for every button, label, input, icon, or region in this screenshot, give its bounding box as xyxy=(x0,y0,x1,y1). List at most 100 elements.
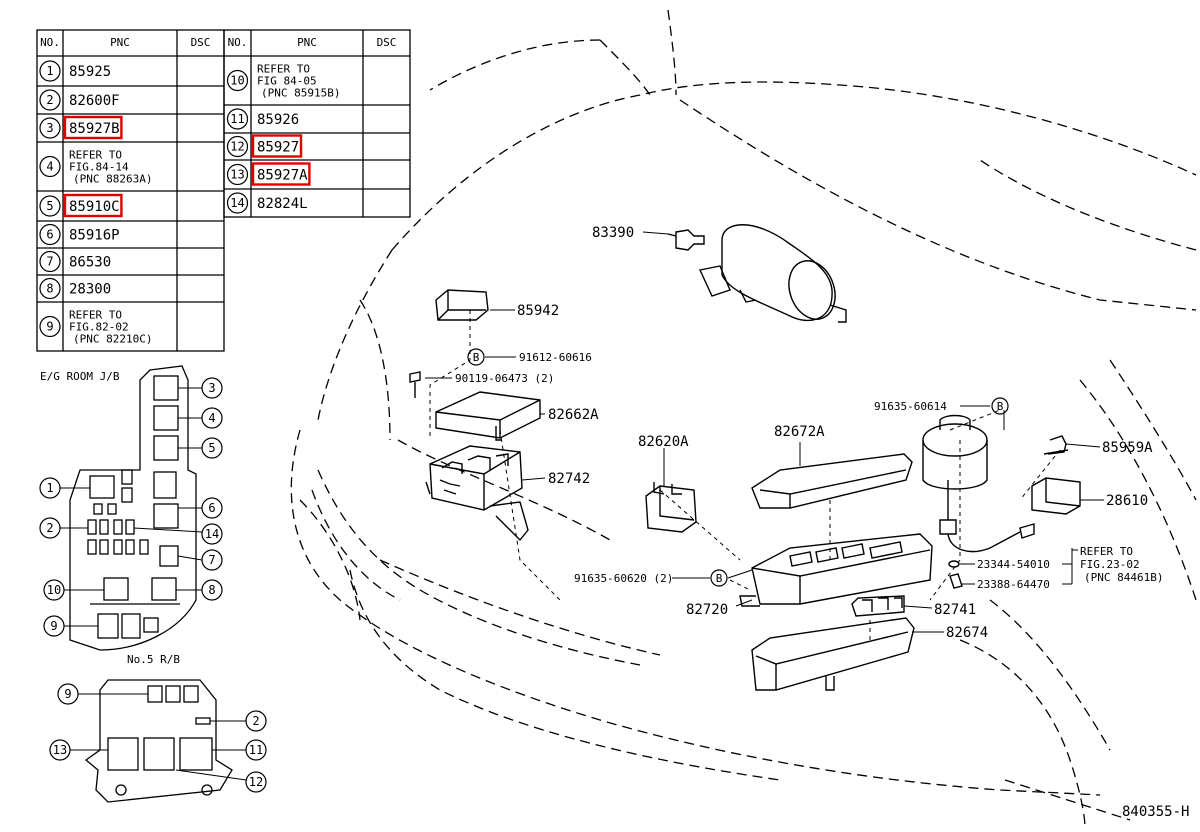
figure-code: 840355-H xyxy=(1122,804,1189,820)
callout-number: 9 xyxy=(50,619,57,633)
pnc-85927b: 85927B xyxy=(69,121,120,137)
left-header-pnc: PNC xyxy=(110,36,130,49)
callout-number: 14 xyxy=(205,527,219,541)
callout-number: 2 xyxy=(252,714,259,728)
fuse-strip-82741-icon xyxy=(851,595,905,617)
cover-82662a-icon xyxy=(435,391,541,441)
leader-lines xyxy=(425,231,1104,633)
left-row-2-number: 2 xyxy=(39,89,61,111)
part-label-23344: 23344-54010 xyxy=(977,558,1050,571)
callout-number: 13 xyxy=(53,743,67,757)
refer-note-line-1: REFER TO xyxy=(1080,545,1133,558)
jb-callout-10: 10 xyxy=(43,579,65,601)
callout-number: 8 xyxy=(208,583,215,597)
part-label-82672a: 82672A xyxy=(774,424,825,440)
bolt-marker-3: B xyxy=(710,569,728,587)
right-row-10-pnc-line-1: REFER TO xyxy=(257,63,310,76)
part-label-23388: 23388-64470 xyxy=(977,578,1050,591)
rb-callout-12: 12 xyxy=(245,771,267,793)
part-label-91635-60620: 91635-60620 (2) xyxy=(574,572,673,585)
fuse-block-82742-icon xyxy=(425,445,529,542)
refer-note-line-2: FIG.23-02 xyxy=(1080,558,1140,571)
callout-number: 3 xyxy=(208,381,215,395)
callout-number: 4 xyxy=(46,160,53,174)
part-label-82742: 82742 xyxy=(548,471,590,487)
part-labels: 83390 85942 B 91612-60616 90119-06473 (2… xyxy=(455,225,1163,641)
right-header-no: NO. xyxy=(228,36,248,49)
pnc-85916p: 85916P xyxy=(69,228,120,244)
pnc-85927: 85927 xyxy=(257,140,299,156)
pnc-85925: 85925 xyxy=(69,64,111,80)
highlight-box xyxy=(63,115,123,140)
jb-callout-4: 4 xyxy=(201,407,223,429)
assembly-lines xyxy=(429,310,1061,640)
jb-callout-14: 14 xyxy=(201,523,223,545)
relay-82620a-icon xyxy=(645,482,697,533)
callout-number: 2 xyxy=(46,521,53,535)
highlight-box xyxy=(251,162,311,186)
rb-callout-2: 2 xyxy=(245,710,267,732)
highlight-box xyxy=(63,193,123,218)
pnc-82600f: 82600F xyxy=(69,93,120,109)
part-label-91635-60614: 91635-60614 xyxy=(874,400,947,413)
lower-cover-82674-icon xyxy=(751,617,915,691)
relay-85942-icon xyxy=(435,289,489,321)
jb-callout-2: 2 xyxy=(39,517,61,539)
right-row-11-number: 11 xyxy=(226,108,249,130)
callout-number: 11 xyxy=(249,743,263,757)
pnc-85926: 85926 xyxy=(257,112,299,128)
callout-number: 10 xyxy=(230,74,244,88)
bolt-marker-letter: B xyxy=(997,400,1004,413)
highlight-box xyxy=(251,134,303,158)
left-row-8-number: 8 xyxy=(39,277,61,300)
junction-box-icon xyxy=(739,533,933,607)
pnc-86530: 86530 xyxy=(69,255,111,271)
part-label-82662a: 82662A xyxy=(548,407,599,423)
left-row-6-number: 6 xyxy=(39,223,61,246)
callout-number: 14 xyxy=(230,196,244,210)
callout-number: 8 xyxy=(46,282,53,296)
refer-note-line-3: (PNC 84461B) xyxy=(1084,571,1163,584)
component-drawings xyxy=(409,224,1081,691)
rb-callout-13: 13 xyxy=(49,739,71,761)
jb-callout-8: 8 xyxy=(201,579,223,601)
right-row-13-number: 13 xyxy=(226,163,249,186)
callout-number: 2 xyxy=(46,93,53,107)
jb-title: E/G ROOM J/B xyxy=(40,370,120,383)
canister-icon xyxy=(698,224,847,323)
jb-callout-9: 9 xyxy=(43,615,65,637)
bolt-marker-2: B xyxy=(991,397,1009,415)
pnc-85927a: 85927A xyxy=(257,168,308,184)
jb-callout-7: 7 xyxy=(201,549,223,571)
right-row-10-pnc-line-3: (PNC 85915B) xyxy=(261,87,340,100)
sensor-83390-icon xyxy=(667,229,705,251)
left-row-3-number: 3 xyxy=(39,117,61,139)
left-header-dsc: DSC xyxy=(191,36,211,49)
right-row-12-number: 12 xyxy=(226,135,249,158)
callout-number: 6 xyxy=(46,228,53,242)
right-row-14-number: 14 xyxy=(226,192,249,214)
part-label-82720: 82720 xyxy=(686,602,728,618)
bolt-90119-icon xyxy=(409,371,421,398)
callout-number: 13 xyxy=(230,168,244,182)
part-label-91612: 91612-60616 xyxy=(519,351,592,364)
rb-callout-9: 9 xyxy=(57,683,79,705)
callout-number: 3 xyxy=(46,121,53,135)
engine-room-junction-block: E/G ROOM J/B xyxy=(39,365,223,651)
part-label-82620a: 82620A xyxy=(638,434,689,450)
cover-82672a-icon xyxy=(751,453,913,509)
jb-outline xyxy=(69,365,197,651)
left-row-4-pnc-line-3: (PNC 88263A) xyxy=(73,173,152,186)
clip-85959a-icon xyxy=(1043,435,1069,455)
jb-callout-5: 5 xyxy=(201,437,223,459)
callout-number: 12 xyxy=(249,775,263,789)
part-label-85942: 85942 xyxy=(517,303,559,319)
part-label-28610: 28610 xyxy=(1106,493,1148,509)
jb-leaders xyxy=(60,387,203,627)
jb-callout-6: 6 xyxy=(201,497,223,519)
